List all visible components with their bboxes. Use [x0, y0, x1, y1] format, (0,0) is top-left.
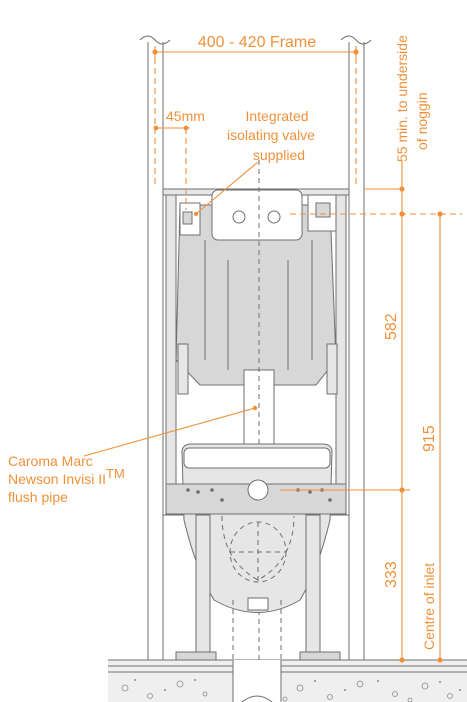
valve-label-line-2: isolating valve: [227, 127, 315, 143]
flush-pipe-callout: [83, 405, 258, 457]
pipe-label-line-1: Caroma Marc: [8, 453, 93, 469]
dimension-915-label: 915: [421, 425, 438, 452]
inlet-reference-line: [280, 487, 410, 493]
cistern-body: [175, 189, 338, 395]
dimension-333-label: 333: [383, 561, 400, 588]
noggin-label-line-1: 55 min. to underside: [394, 35, 410, 162]
noggin-label-line-2: of noggin: [414, 92, 430, 150]
offset-45-label: 45mm: [166, 108, 205, 124]
floor-slab: [108, 659, 467, 702]
valve-label-line-3: supplied: [253, 147, 305, 163]
frame-width-dimension: [152, 46, 359, 188]
toilet-pan: [165, 443, 347, 613]
frame-width-label: 400 - 420 Frame: [198, 34, 316, 51]
dimension-915: [437, 214, 443, 663]
frame-legs: [175, 514, 341, 661]
offset-45-dimension: [153, 125, 190, 210]
pipe-label-line-3: flush pipe: [8, 489, 68, 505]
trademark-mark: TM: [106, 466, 125, 481]
valve-callout: [193, 161, 259, 217]
noggin-dimension: [364, 160, 405, 660]
pipe-label-line-2: Newson Invisi IITM: [8, 466, 125, 487]
dimension-582-label: 582: [383, 313, 400, 340]
valve-label-line-1: Integrated: [245, 108, 308, 124]
centre-inlet-label: Centre of inlet: [421, 563, 437, 650]
